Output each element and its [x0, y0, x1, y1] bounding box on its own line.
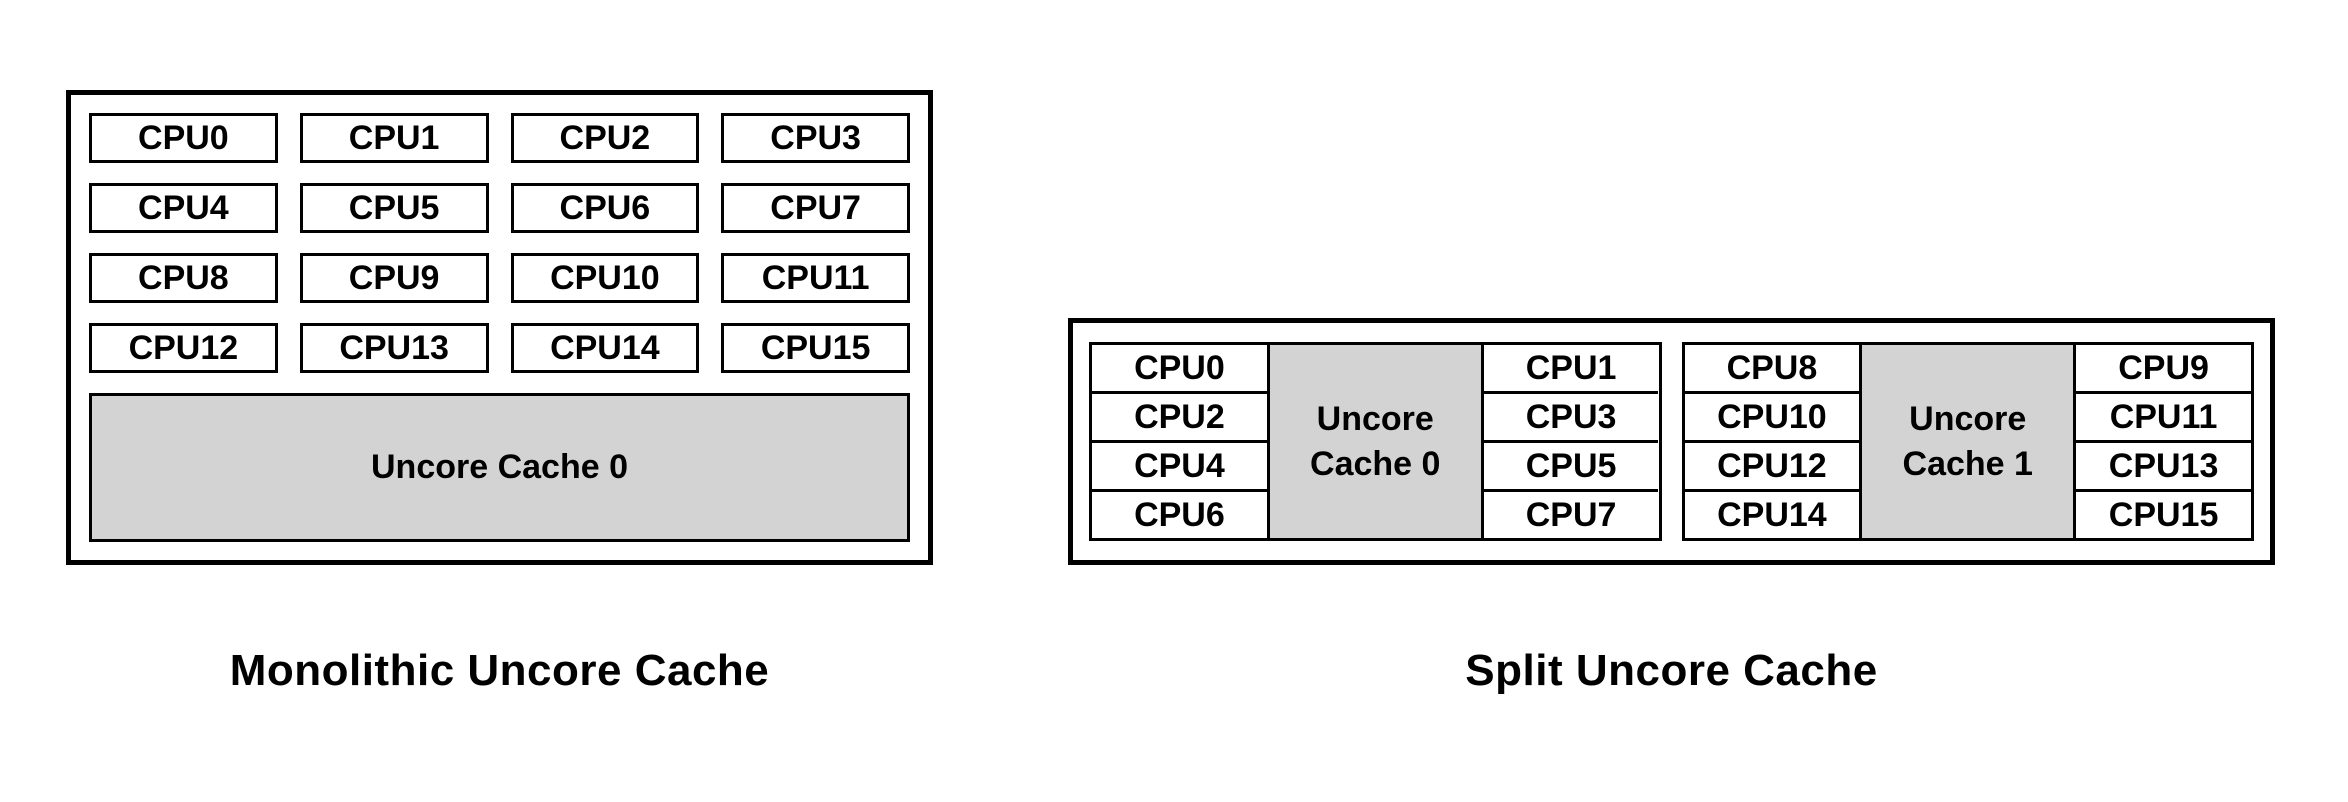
cpu-box: CPU4 [89, 183, 278, 233]
cpu-cell: CPU8 [1684, 345, 1860, 394]
cpu-cell: CPU12 [1684, 443, 1860, 492]
cpu-cell: CPU13 [2076, 443, 2251, 492]
cpu-box: CPU15 [721, 323, 910, 373]
cpu-box: CPU9 [299, 253, 489, 303]
cpu-box: CPU8 [89, 253, 278, 303]
cpu-box: CPU5 [299, 183, 489, 233]
cpu-cell: CPU3 [1483, 394, 1659, 443]
cpu-cell: CPU11 [2076, 394, 2251, 443]
cpu-cell: CPU10 [1684, 394, 1860, 443]
cpu-cell: CPU5 [1483, 443, 1659, 492]
cpu-box: CPU3 [721, 113, 910, 163]
cpu-box: CPU13 [299, 323, 489, 373]
cpu-box: CPU14 [510, 323, 700, 373]
cpu-cell: CPU4 [1092, 443, 1267, 492]
split-caption: Split Uncore Cache [1465, 646, 1878, 695]
cpu-box: CPU2 [510, 113, 700, 163]
monolithic-caption: Monolithic Uncore Cache [229, 646, 770, 695]
cpu-cell: CPU0 [1092, 345, 1267, 394]
cpu-cell: CPU9 [2076, 345, 2251, 394]
cpu-cell: CPU14 [1684, 492, 1860, 538]
cpu-column-even: CPU0 CPU2 CPU4 CPU6 [1092, 345, 1267, 538]
cpu-cell: CPU1 [1483, 345, 1659, 394]
cpu-cell: CPU2 [1092, 394, 1267, 443]
cpu-box: CPU12 [89, 323, 278, 373]
cpu-column-even: CPU8 CPU10 CPU12 CPU14 [1684, 345, 1860, 538]
monolithic-diagram: CPU0 CPU1 CPU2 CPU3 CPU4 CPU5 CPU6 CPU7 … [66, 90, 933, 565]
cpu-cell: CPU7 [1483, 492, 1659, 538]
cpu-column-odd: CPU9 CPU11 CPU13 CPU15 [2076, 345, 2251, 538]
cpu-box: CPU10 [510, 253, 700, 303]
cpu-box: CPU1 [299, 113, 489, 163]
cpu-cell: CPU6 [1092, 492, 1267, 538]
cpu-box: CPU11 [721, 253, 910, 303]
cpu-box: CPU7 [721, 183, 910, 233]
split-group-0: CPU0 CPU2 CPU4 CPU6 Uncore Cache 0 CPU1 … [1089, 342, 1662, 541]
uncore-cache-1-box: Uncore Cache 1 [1859, 345, 2077, 538]
cpu-column-odd: CPU1 CPU3 CPU5 CPU7 [1483, 345, 1659, 538]
cpu-cell: CPU15 [2076, 492, 2251, 538]
uncore-cache-0-box: Uncore Cache 0 [1266, 345, 1484, 538]
split-diagram: CPU0 CPU2 CPU4 CPU6 Uncore Cache 0 CPU1 … [1068, 318, 2275, 565]
monolithic-cpu-grid: CPU0 CPU1 CPU2 CPU3 CPU4 CPU5 CPU6 CPU7 … [89, 113, 910, 373]
cpu-box: CPU0 [89, 113, 278, 163]
uncore-cache-0-box: Uncore Cache 0 [89, 393, 910, 542]
cpu-box: CPU6 [510, 183, 700, 233]
split-group-1: CPU8 CPU10 CPU12 CPU14 Uncore Cache 1 CP… [1681, 342, 2254, 541]
